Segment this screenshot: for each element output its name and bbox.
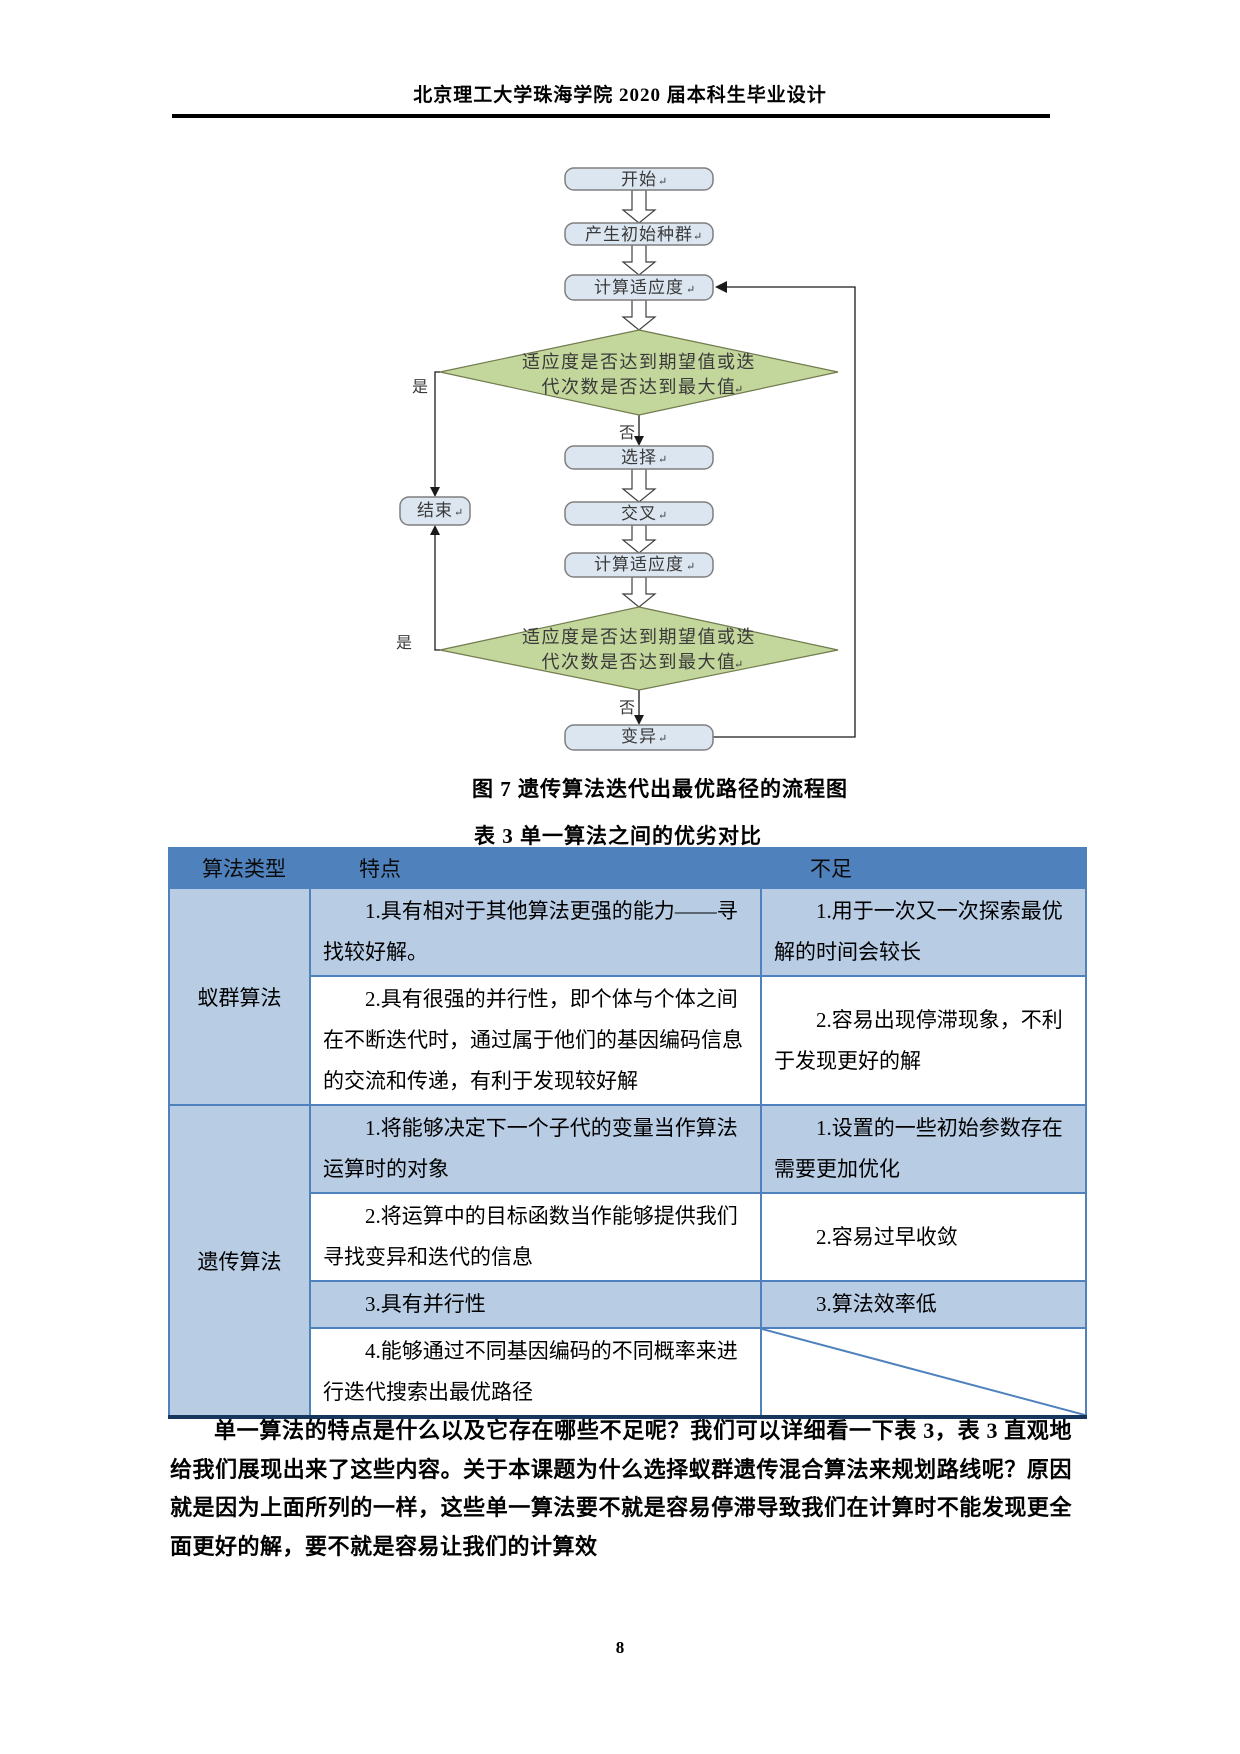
weakness-cell: 2.容易过早收敛: [816, 1224, 958, 1249]
feature-cell: 3.具有并行性: [365, 1292, 486, 1316]
decision-1-text-line1: 适应度是否达到期望值或迭: [522, 352, 756, 372]
select-node-box: [564, 445, 714, 470]
compute-fitness-2-node-label: 计算适应度: [594, 555, 684, 574]
header-algorithm-type: 算法类型: [168, 847, 311, 889]
pilcrow-mark: ↵: [658, 454, 667, 466]
crossover-node-box: [564, 501, 714, 526]
decision-1-text-line2: 代次数是否达到最大值: [542, 377, 737, 397]
block-arrow-6: [621, 576, 657, 608]
decision-2-text-line2: 代次数是否达到最大值: [542, 652, 737, 672]
pilcrow-mark: ↵: [693, 231, 702, 243]
compute-fitness-1-node-label: 计算适应度: [594, 278, 684, 297]
group-label-ant-colony: 蚁群算法: [168, 887, 311, 1106]
table-row: 蚁群算法 1.具有相对于其他算法更强的能力——寻找较好解。 1.用于一次又一次探…: [168, 887, 1087, 1106]
body-paragraph: 单一算法的特点是什么以及它存在哪些不足呢？我们可以详细看一下表 3，表 3 直观…: [170, 1418, 1072, 1559]
yes1-label: 是: [412, 379, 428, 396]
block-arrow-4: [621, 468, 657, 503]
no2-label: 否: [619, 700, 635, 717]
header-features: 特点: [309, 847, 762, 889]
no2-arrowhead: [634, 715, 644, 725]
table-row: 3.具有并行性 3.算法效率低: [169, 1280, 1087, 1329]
table-3-caption: 表 3 单一算法之间的优劣对比: [474, 824, 762, 848]
no1-arrowhead: [634, 436, 644, 446]
feature-cell: 4.能够通过不同基因编码的不同概率来进行迭代搜索出最优路径: [323, 1339, 738, 1404]
mutation-node-label: 变异: [621, 727, 657, 746]
yes2-arrowhead: [430, 525, 440, 535]
block-arrow-2: [621, 244, 657, 276]
table-row: 4.能够通过不同基因编码的不同概率来进行迭代搜索出最优路径: [169, 1327, 1087, 1418]
block-arrow-5: [621, 524, 657, 554]
feature-cell: 2.将运算中的目标函数当作能够提供我们寻找变异和迭代的信息: [323, 1204, 738, 1269]
no1-label: 否: [619, 425, 635, 442]
pilcrow-mark: ↵: [686, 561, 695, 573]
block-arrows: [621, 189, 657, 608]
comparison-table-wrapper: 算法类型 特点 不足 蚁群算法 1.具有相对于其他算法更强的能力——寻找较好解。…: [168, 847, 1087, 1419]
feature-cell: 2.具有很强的并行性，即个体与个体之间在不断迭代时，通过属于他们的基因编码信息的…: [323, 987, 743, 1093]
decision-2-diamond: [439, 606, 839, 691]
header-rule: [172, 114, 1050, 118]
empty-diagonal-cell: [760, 1327, 1087, 1418]
end-node-label: 结束: [417, 501, 453, 520]
start-node-label: 开始: [621, 170, 657, 189]
init-population-node-label: 产生初始种群: [585, 225, 693, 244]
feature-cell: 1.具有相对于其他算法更强的能力——寻找较好解。: [323, 899, 738, 964]
loop-connector-line: [713, 286, 856, 738]
init-population-node-box: [564, 222, 714, 246]
algorithm-comparison-table: 算法类型 特点 不足 蚁群算法 1.具有相对于其他算法更强的能力——寻找较好解。…: [168, 847, 1087, 1419]
feature-cell: 1.将能够决定下一个子代的变量当作算法运算时的对象: [323, 1116, 738, 1181]
crossover-node-label: 交叉: [621, 504, 657, 523]
pilcrow-mark: ↵: [734, 659, 743, 671]
table-row: 2.将运算中的目标函数当作能够提供我们寻找变异和迭代的信息 2.容易过早收敛: [169, 1192, 1087, 1282]
group-label-genetic: 遗传算法: [168, 1104, 311, 1418]
weakness-cell: 1.用于一次又一次探索最优解的时间会较长: [774, 899, 1063, 964]
pilcrow-mark: ↵: [658, 733, 667, 745]
decision-1-diamond: [439, 329, 839, 416]
yes1-arrowhead: [430, 487, 440, 497]
weakness-cell: 3.算法效率低: [816, 1292, 937, 1316]
yes2-line: [434, 529, 440, 651]
start-node-box: [564, 167, 714, 191]
table-header-row: 算法类型 特点 不足: [168, 847, 1087, 889]
pilcrow-mark: ↵: [658, 510, 667, 522]
pilcrow-mark: ↵: [686, 284, 695, 296]
yes1-line: [434, 371, 440, 493]
compute-fitness-1-node-box: [564, 274, 714, 301]
compute-fitness-2-node-box: [564, 552, 714, 578]
end-node-box: [399, 496, 471, 526]
pilcrow-mark: ↵: [734, 384, 743, 396]
loop-arrowhead: [715, 281, 727, 293]
decision-2-text-line1: 适应度是否达到期望值或迭: [522, 627, 756, 647]
header-weaknesses: 不足: [760, 847, 1087, 889]
page-header-title: 北京理工大学珠海学院 2020 届本科生毕业设计: [413, 85, 827, 106]
figure-7-caption: 图 7 遗传算法迭代出最优路径的流程图: [472, 777, 848, 801]
diagonal-slash: [762, 1329, 1085, 1415]
page-number: 8: [615, 1638, 625, 1657]
block-arrow-1: [621, 189, 657, 224]
select-node-label: 选择: [621, 448, 657, 467]
weakness-cell: 1.设置的一些初始参数存在需要更加优化: [774, 1116, 1063, 1181]
pilcrow-mark: ↵: [658, 176, 667, 188]
weakness-cell: 2.容易出现停滞现象，不利于发现更好的解: [774, 1007, 1063, 1073]
mutation-node-box: [564, 724, 714, 751]
table-row: 2.具有很强的并行性，即个体与个体之间在不断迭代时，通过属于他们的基因编码信息的…: [169, 975, 1087, 1106]
yes2-label: 是: [396, 635, 412, 652]
pilcrow-mark: ↵: [454, 507, 463, 519]
table-row: 遗传算法 1.将能够决定下一个子代的变量当作算法运算时的对象 1.设置的一些初始…: [168, 1104, 1087, 1418]
block-arrow-3: [621, 299, 657, 331]
genetic-algorithm-flowchart: 是 是 否 否 适应度是否达到期望值或迭 代次数是否达到最大值 ↵ 适应度是否达…: [396, 167, 856, 751]
